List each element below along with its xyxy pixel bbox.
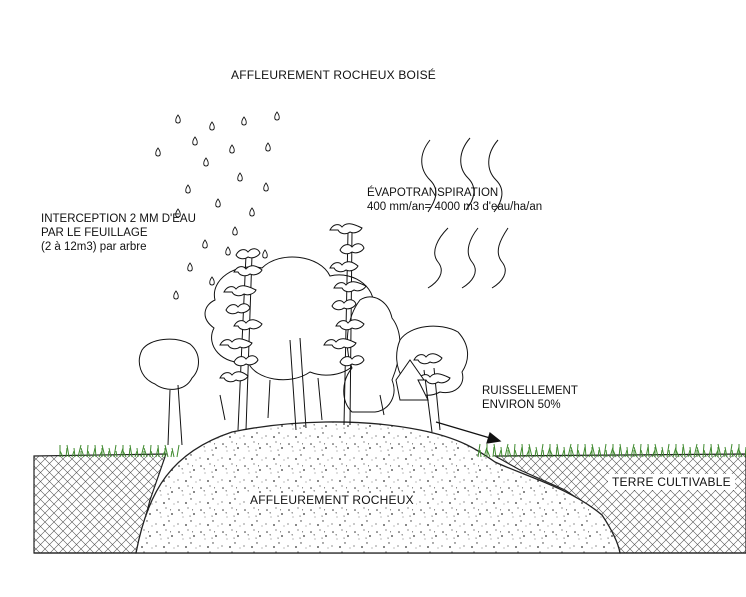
- interception-line-1: INTERCEPTION 2 MM D'EAU: [41, 213, 196, 225]
- farmland-label: TERRE CULTIVABLE: [608, 474, 735, 490]
- runoff-arrow-icon: [435, 421, 502, 444]
- evapotranspiration-label: ÉVAPOTRANSPIRATION 400 mm/an= 4000 m3 d'…: [367, 186, 542, 214]
- interception-line-3: (2 à 12m3) par arbre: [41, 241, 147, 253]
- runoff-line-1: RUISSELLEMENT: [482, 385, 578, 397]
- evapo-value: 400 mm/an= 4000 m3 d'eau/ha/an: [367, 201, 543, 213]
- diagram-title: AFFLEUREMENT ROCHEUX BOISÉ: [231, 68, 437, 82]
- interception-line-2: PAR LE FEUILLAGE: [41, 227, 148, 239]
- rock-outcrop-mound: [135, 421, 621, 554]
- rock-outcrop-label: AFFLEUREMENT ROCHEUX: [248, 493, 416, 507]
- grass-right-icon: [477, 443, 746, 458]
- tree-icon: [138, 223, 468, 446]
- raindrop-icon: [155, 111, 280, 300]
- evaporation-wave-icon: [421, 137, 509, 289]
- runoff-line-2: ENVIRON 50%: [482, 399, 561, 411]
- interception-label: INTERCEPTION 2 MM D'EAU PAR LE FEUILLAGE…: [41, 212, 196, 254]
- evapo-title: ÉVAPOTRANSPIRATION: [367, 187, 499, 199]
- runoff-label: RUISSELLEMENT ENVIRON 50%: [482, 384, 578, 412]
- grass-icon: [59, 444, 180, 458]
